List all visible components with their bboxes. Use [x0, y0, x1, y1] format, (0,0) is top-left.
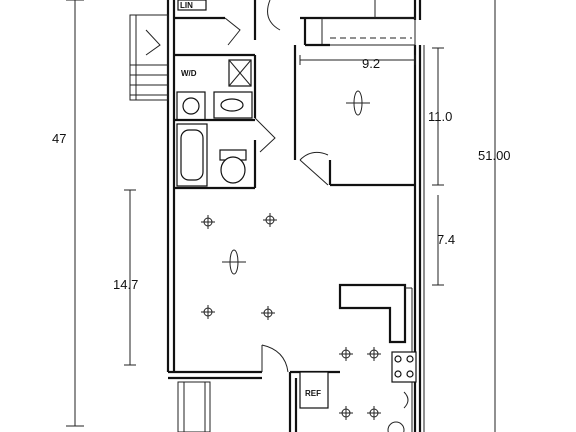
overall-dimension-left [66, 0, 84, 427]
recessed-light-icon [201, 215, 215, 229]
bedroom-closet [303, 17, 416, 47]
recessed-light-icon [263, 213, 277, 227]
linen-label: LIN [180, 1, 193, 10]
refrigerator: REF [299, 371, 329, 409]
kitchen-counters [338, 283, 417, 432]
bedroom-depth-label: 11.0 [428, 109, 452, 124]
entry-stair [129, 14, 169, 101]
laundry-area: W/D [174, 53, 257, 122]
overall-dimension-right-label: 51.00 [478, 148, 511, 163]
overall-dimension-left-label: 47 [52, 131, 66, 146]
bedroom-width-label: 9.2 [362, 56, 380, 71]
living-depth-label: 14.7 [113, 277, 138, 292]
living-lights [201, 213, 277, 320]
kitchen-lights [339, 347, 381, 420]
recessed-light-icon [339, 347, 353, 361]
toilet [220, 156, 246, 184]
front-door [261, 344, 298, 432]
bathroom [174, 117, 276, 190]
living-dimension [124, 189, 136, 366]
linen-closet: LIN [177, 0, 207, 11]
bedroom-light-icon [346, 90, 370, 116]
recessed-light-icon [367, 406, 381, 420]
hall-walls [174, 0, 415, 46]
recessed-light-icon [339, 406, 353, 420]
recessed-light-icon [201, 305, 215, 319]
washer-dryer-label: W/D [181, 69, 197, 78]
bedroom [293, 45, 444, 187]
recessed-light-icon [261, 306, 275, 320]
kitchen-depth-label: 7.4 [437, 232, 455, 247]
refrigerator-label: REF [305, 389, 321, 398]
recessed-light-icon [367, 347, 381, 361]
bottom-porch [177, 381, 211, 432]
ceiling-fan-icon [222, 249, 246, 275]
kitchen-dimension [432, 195, 444, 286]
